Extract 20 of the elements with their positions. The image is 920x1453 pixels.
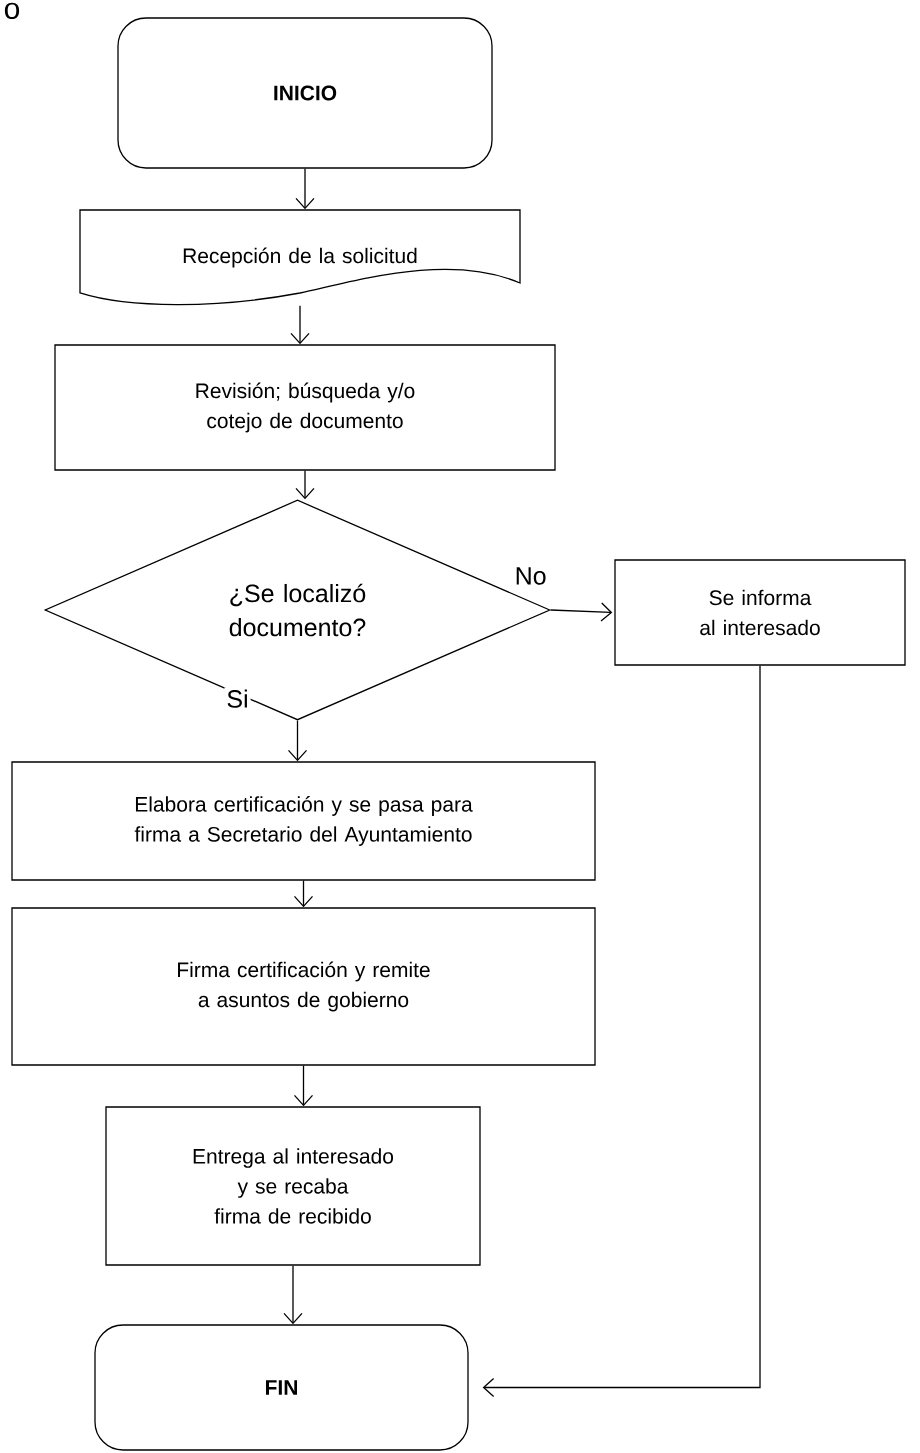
arrow	[550, 602, 613, 622]
arrow	[293, 1065, 314, 1107]
arrow	[283, 1265, 303, 1325]
terminal-box: FIN	[94, 1324, 469, 1451]
process-box: Elabora certificación y se pasa para firma a Secretario del Ayuntamiento	[11, 761, 596, 881]
process-box: Firma certificación y remite a asuntos de gobierno	[11, 907, 596, 1066]
arrow	[482, 665, 761, 1398]
arrow	[295, 168, 315, 210]
terminal-box: INICIO	[117, 17, 493, 169]
process-box: Entrega al interesado y se recaba firma de recibido	[105, 1106, 481, 1266]
arrow	[293, 880, 314, 908]
process-box: Revisión; búsqueda y/o cotejo de documento	[54, 344, 556, 471]
process-box: Se informa al interesado	[614, 559, 906, 666]
document-box: Recepción de la solicitud	[79, 209, 521, 306]
arrow	[290, 305, 310, 345]
label-text: o	[4, 2, 20, 20]
edge-label: Si	[224, 687, 251, 710]
edge-label: No	[512, 565, 549, 587]
arrow	[295, 470, 315, 500]
arrow	[287, 720, 308, 762]
